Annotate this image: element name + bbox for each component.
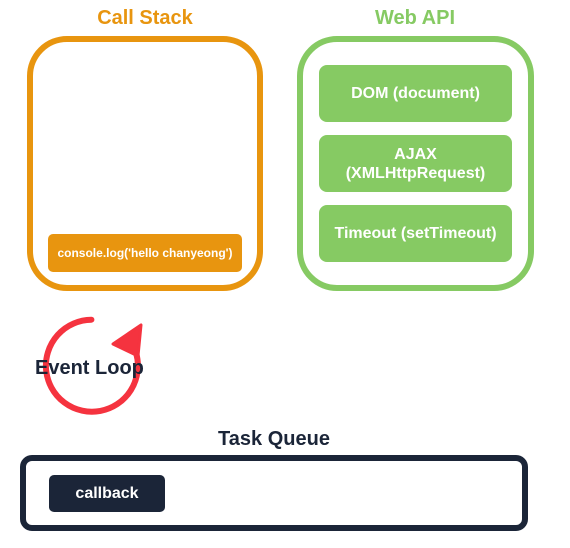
web-api-item-timeout: Timeout (setTimeout) <box>319 205 512 262</box>
web-api-item-dom: DOM (document) <box>319 65 512 122</box>
call-stack-title: Call Stack <box>97 7 193 29</box>
web-api-item-timeout-label: Timeout (setTimeout) <box>334 225 497 242</box>
call-stack-frame: console.log('hello chanyeong') <box>48 234 242 272</box>
web-api-title: Web API <box>374 7 455 29</box>
web-api-item-ajax-sublabel: (XMLHttpRequest) <box>345 164 486 182</box>
event-loop-label: Event Loop <box>35 357 144 379</box>
event-loop-arc <box>42 316 141 415</box>
task-queue-title: Task Queue <box>218 428 330 450</box>
event-loop-arrowhead <box>111 323 143 358</box>
web-api-item-ajax: AJAX (XMLHttpRequest) <box>319 135 512 192</box>
event-loop-icon <box>42 316 143 415</box>
web-api-item-dom-label: DOM (document) <box>351 85 480 102</box>
web-api-item-ajax-label: AJAX <box>394 145 437 163</box>
task-queue-item-callback: callback <box>49 475 165 512</box>
